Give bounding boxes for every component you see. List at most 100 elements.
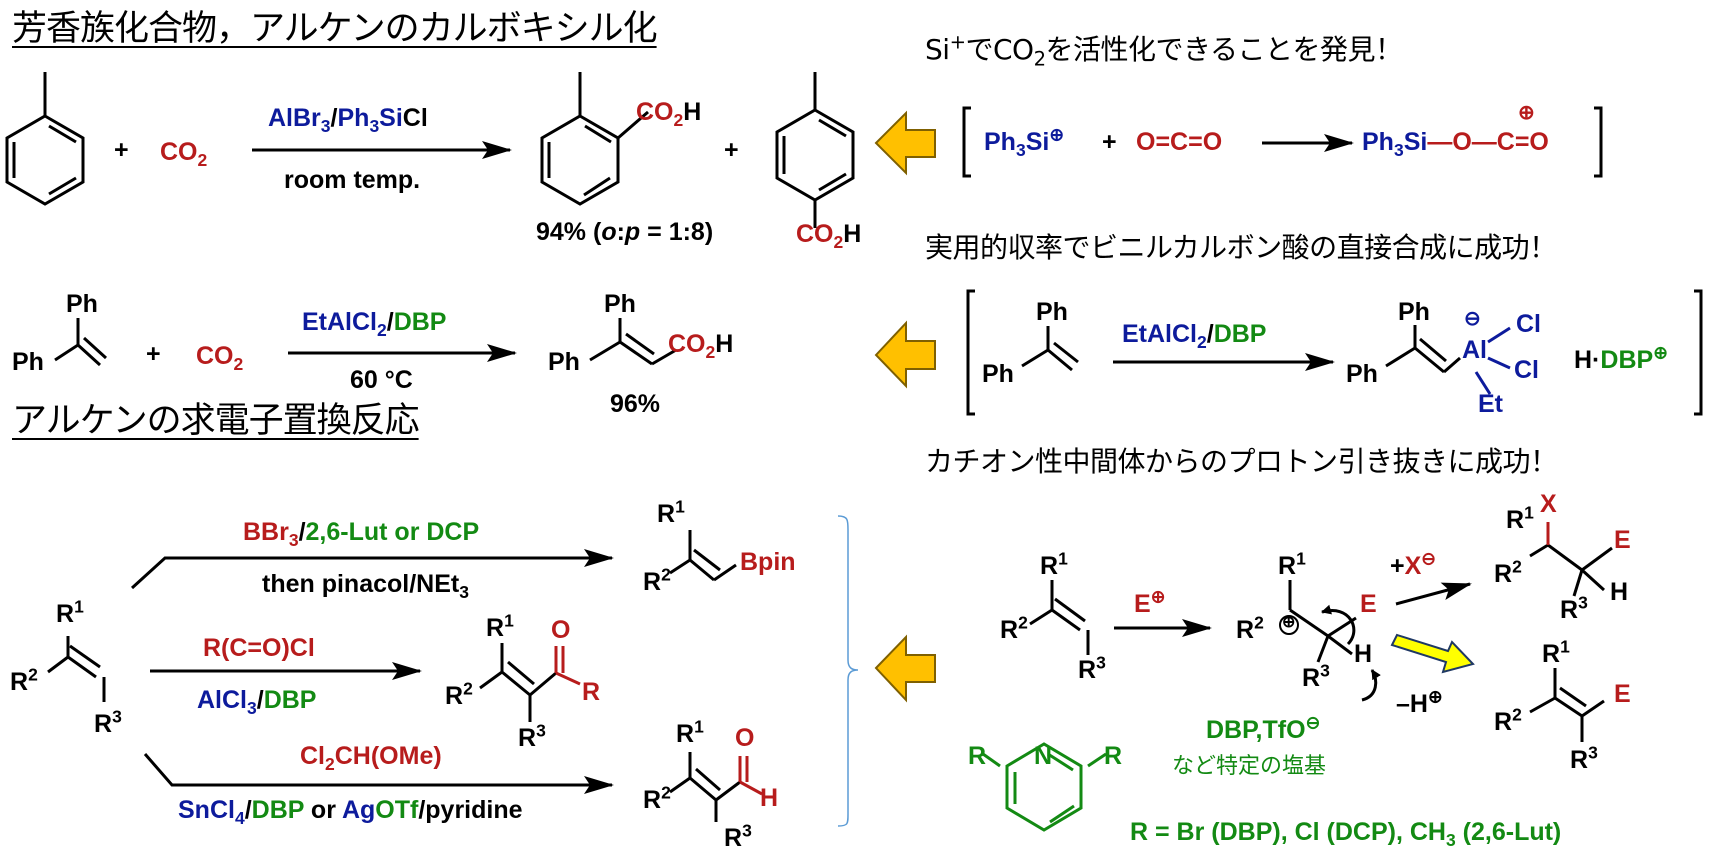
r3-sm-r3: R3 bbox=[94, 706, 122, 738]
enal-carbonyl bbox=[738, 756, 763, 796]
reaction2-plus: + bbox=[146, 340, 161, 368]
add-x: X bbox=[1540, 490, 1557, 518]
middle-branch-reagent: R(C=O)Cl bbox=[203, 634, 315, 662]
orange-arrow-icon-2 bbox=[874, 320, 936, 389]
pyridine-r-right: R bbox=[1104, 742, 1123, 770]
add-h: H bbox=[1610, 578, 1629, 606]
mechanism1-plus: + bbox=[1102, 128, 1117, 156]
bpin-product-r2: R2 bbox=[643, 564, 671, 596]
top-branch-reagent-2: then pinacol/NEt3 bbox=[262, 570, 469, 602]
enal-r1: R1 bbox=[676, 716, 704, 748]
carboxylate-charge: ⊕ bbox=[1518, 102, 1535, 124]
r3-sm-r1: R1 bbox=[56, 596, 84, 628]
enone-r2: R2 bbox=[445, 678, 473, 710]
bpin-product-r1: R1 bbox=[657, 496, 685, 528]
elimination-label: –H⊕ bbox=[1396, 686, 1443, 718]
reaction2-product-group: CO2H bbox=[668, 330, 734, 362]
reaction2-yield: 96% bbox=[610, 390, 661, 418]
pyridine-structure bbox=[982, 742, 1107, 832]
aluminate-charge: ⊖ bbox=[1464, 308, 1481, 330]
mech2-product-ph-top: Ph bbox=[1398, 298, 1430, 326]
m3-sm-r1: R1 bbox=[1040, 548, 1068, 580]
orange-arrow-icon-3 bbox=[874, 634, 936, 703]
reaction2-reagent: EtAlCl2/DBP bbox=[302, 308, 447, 340]
add-r2: R2 bbox=[1494, 556, 1522, 588]
pyridine-n: N bbox=[1034, 742, 1053, 770]
mechanism2-reagent: EtAlCl2/DBP bbox=[1122, 320, 1267, 352]
carboxylation-section-title: 芳香族化合物，アルケンのカルボキシル化 bbox=[12, 9, 658, 49]
silylium-cation: Ph3Si⊕ bbox=[984, 124, 1064, 160]
base-label: DBP,TfO⊖ bbox=[1206, 712, 1321, 744]
cationic-intermediate-structure bbox=[1288, 580, 1381, 702]
aluminate-cl-2: Cl bbox=[1514, 356, 1539, 384]
elim-r2: R2 bbox=[1494, 704, 1522, 736]
mech3-alkene-structure bbox=[1029, 580, 1090, 655]
enone-oxygen: O bbox=[551, 616, 571, 644]
int-r2: R2 bbox=[1236, 612, 1264, 644]
top-branch-reagent: BBr3/2,6-Lut or DCP bbox=[243, 518, 480, 550]
bpin-group: Bpin bbox=[740, 548, 796, 576]
vinyl-boronate-structure bbox=[669, 530, 737, 582]
reaction1-co2: CO2 bbox=[160, 138, 208, 170]
bottom-branch-reagent-2: SnCl4/DBP or AgOTf/pyridine bbox=[178, 796, 523, 828]
ortho-product-group: CO2H bbox=[636, 98, 702, 130]
yellow-elimination-arrow-icon bbox=[1390, 633, 1475, 674]
int-charge: ⊕ bbox=[1282, 614, 1296, 631]
reaction2-condition: 60 °C bbox=[350, 366, 413, 394]
int-hydrogen: H bbox=[1354, 640, 1373, 668]
m3-sm-r3: R3 bbox=[1078, 652, 1106, 684]
bottom-branch-reagent: Cl2CH(OMe) bbox=[300, 742, 442, 774]
aluminate-et: Et bbox=[1478, 390, 1503, 418]
diphenylacrylic-acid-structure bbox=[589, 318, 677, 366]
protonated-dbp: H·DBP⊕ bbox=[1574, 342, 1668, 374]
pyridine-definition: R = Br (DBP), Cl (DCP), CH3 (2,6-Lut) bbox=[1130, 818, 1562, 850]
reaction2-product-ph-left: Ph bbox=[548, 348, 580, 376]
reaction2-ph-left: Ph bbox=[12, 348, 44, 376]
reaction2-ph-top: Ph bbox=[66, 290, 98, 318]
middle-branch-reagent-2: AlCl3/DBP bbox=[197, 686, 317, 718]
add-r1: R1 bbox=[1506, 502, 1534, 534]
enone-structure bbox=[479, 643, 557, 722]
mechanism1-right-bracket bbox=[1594, 106, 1603, 178]
silyl-carboxylate-cation: Ph3Si—O—C=O bbox=[1362, 128, 1549, 160]
brace-icon bbox=[837, 515, 859, 827]
para-product-group: CO2H bbox=[796, 220, 862, 252]
addition-arrow bbox=[1395, 582, 1472, 606]
bottom-branch-arrow bbox=[143, 753, 614, 794]
toluene-structure bbox=[5, 72, 85, 206]
add-r3: R3 bbox=[1560, 592, 1588, 624]
elim-r1: R1 bbox=[1542, 636, 1570, 668]
proton-abstraction-note: カチオン性中間体からのプロトン引き抜きに成功！ bbox=[925, 445, 1558, 478]
elim-e: E bbox=[1614, 680, 1631, 708]
si-activation-note: Si+でCO2を活性化できることを発見！ bbox=[925, 30, 1403, 71]
intermediate-cation-charge-icon bbox=[1279, 615, 1299, 635]
int-electrophile: E bbox=[1360, 590, 1377, 618]
mech2-ph-top: Ph bbox=[1036, 298, 1068, 326]
enal-r2: R2 bbox=[643, 782, 671, 814]
base-note: など特定の塩基 bbox=[1172, 754, 1327, 779]
elimination-product-structure bbox=[1529, 668, 1605, 742]
mechanism1-left-bracket bbox=[962, 106, 971, 178]
top-branch-arrow bbox=[130, 549, 614, 590]
ortho-toluic-acid-structure bbox=[540, 72, 649, 206]
m3-sm-r2: R2 bbox=[1000, 612, 1028, 644]
reaction1-plus-2: + bbox=[724, 136, 739, 164]
vinyl-acid-note: 実用的収率でビニルカルボン酸の直接合成に成功！ bbox=[925, 231, 1557, 264]
mech2-diphenylethylene-structure bbox=[1021, 326, 1079, 372]
enone-r1: R1 bbox=[486, 610, 514, 642]
enal-oxygen: O bbox=[735, 724, 755, 752]
elim-r3: R3 bbox=[1570, 742, 1598, 774]
diphenylethylene-structure bbox=[54, 318, 108, 367]
int-r3: R3 bbox=[1302, 660, 1330, 692]
vinylaluminate-structure bbox=[1385, 325, 1461, 374]
reaction1-plus: + bbox=[114, 136, 129, 164]
enone-carbonyl bbox=[554, 646, 581, 686]
mechanism2-left-bracket bbox=[966, 289, 975, 416]
aluminate-cl-1: Cl bbox=[1516, 310, 1541, 338]
aluminate-al: Al bbox=[1462, 336, 1487, 364]
reaction1-condition: room temp. bbox=[284, 166, 421, 194]
enal-hydrogen: H bbox=[760, 784, 779, 812]
reaction1-yield: 94% (o:p = 1:8) bbox=[536, 218, 714, 246]
mech2-ph-left: Ph bbox=[982, 360, 1014, 388]
